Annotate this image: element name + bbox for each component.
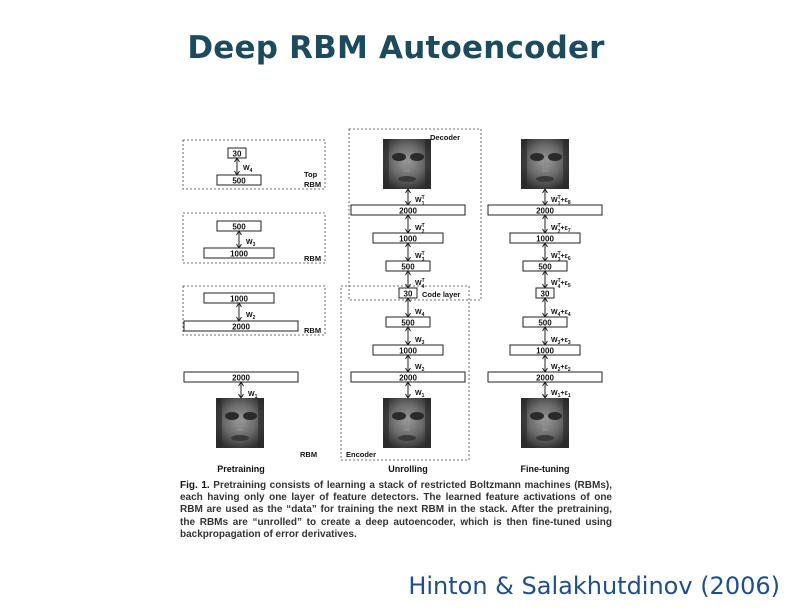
pretrain-rbm4-weight: W4	[243, 165, 253, 174]
pretrain-rbm4-arrow-head-up	[234, 157, 240, 163]
pretrain-rbm4-bottom-layer	[216, 174, 262, 186]
ft-dec-layer-2-label: 500	[538, 262, 552, 271]
encoder-label: Encoder	[346, 450, 376, 459]
unroll-enc-layer-0-label: 500	[401, 318, 415, 327]
ft-enc-layer-1-label: 1000	[536, 346, 554, 355]
ft-enc-arrow-1-head-up	[542, 326, 548, 332]
pretrain-rbm1-weight: W1	[248, 391, 258, 400]
pretrain-rbm2-bottom-layer-label: 2000	[232, 322, 250, 331]
code-layer-label: Code layer	[422, 290, 460, 299]
ft-dec-arrow-1-head-up	[542, 214, 548, 220]
unrolling-output-face-image	[383, 139, 431, 189]
unroll-enc-arrow-3-head-up	[405, 381, 411, 387]
panel-label-unrolling: Unrolling	[388, 464, 428, 474]
ft-enc-arrow-3-head-up	[542, 381, 548, 387]
unroll-enc-weight-1: W3	[415, 337, 425, 346]
unroll-enc-arrow-1-head-up	[405, 326, 411, 332]
unroll-enc-layer-1-label: 1000	[399, 346, 417, 355]
rbm1-label: RBM	[300, 450, 317, 459]
ft-enc-arrow-0-head-up	[542, 297, 548, 303]
pretrain-rbm3-top-layer-label: 500	[232, 222, 246, 231]
pretrain-rbm4-bottom-layer-label: 500	[232, 176, 246, 185]
ft-enc-weight-0: W4+ε4	[551, 309, 571, 318]
decoder-group	[348, 128, 482, 301]
pretrain-rbm1-top-layer-label: 2000	[232, 373, 250, 382]
top-rbm-label-line1: Top	[304, 170, 318, 179]
unroll-dec-arrow-2-head-up	[405, 242, 411, 248]
ft-enc-weight-1: W3+ε3	[551, 337, 571, 346]
ft-dec-layer-0-label: 2000	[536, 206, 554, 215]
figure-caption-text: Pretraining consists of learning a stack…	[180, 480, 612, 540]
unroll-enc-weight-0: W4	[415, 309, 425, 318]
pretrain-rbm1-arrow-head-up	[238, 381, 244, 387]
slide-title: Deep RBM Autoencoder	[187, 30, 605, 66]
citation: Hinton & Salakhutdinov (2006)	[408, 572, 780, 600]
pretrain-rbm3-arrow-head-up	[236, 230, 242, 236]
pretrain-rbm2-weight: W2	[246, 312, 256, 321]
unrolling-input-face-image	[383, 398, 431, 448]
rbm3-label: RBM	[304, 254, 321, 263]
ft-enc-weight-3: W1+ε1	[551, 390, 571, 399]
unroll-dec-arrow-0-head-up	[405, 188, 411, 194]
finetune-input-face-image	[521, 398, 569, 448]
unroll-dec-layer-0-label: 2000	[399, 206, 417, 215]
unroll-dec-layer-2-label: 500	[401, 262, 415, 271]
top-rbm-label-line2: RBM	[304, 180, 321, 189]
panel-label-pretraining: Pretraining	[217, 464, 265, 474]
ft-dec-layer-1-label: 1000	[536, 234, 554, 243]
decoder-label: Decoder	[430, 133, 460, 142]
figure-caption: Fig. 1. Pretraining consists of learning…	[180, 480, 612, 541]
unroll-enc-weight-3: W1	[415, 390, 425, 399]
unroll-dec-arrow-3-head-up	[405, 270, 411, 276]
unroll-enc-arrow-0-head-up	[405, 297, 411, 303]
unroll-enc-arrow-2-head-up	[405, 354, 411, 360]
unroll-enc-weight-2: W2	[415, 364, 425, 373]
encoder-group	[340, 285, 470, 461]
pretrain-rbm4-top-layer-label: 30	[233, 149, 242, 158]
unroll-dec-layer-3-label: 30	[404, 289, 413, 298]
pretrain-rbm2-bottom-layer	[183, 320, 299, 332]
ft-dec-arrow-2-head-up	[542, 242, 548, 248]
ft-enc-weight-2: W2+ε2	[551, 364, 571, 373]
pretrain-rbm3-bottom-layer-label: 1000	[230, 249, 248, 258]
ft-dec-layer-3-label: 30	[541, 289, 550, 298]
pretrain-rbm2-top-layer-label: 1000	[230, 294, 248, 303]
finetune-output-face-image	[521, 139, 569, 189]
ft-enc-layer-2-label: 2000	[536, 373, 554, 382]
ft-dec-arrow-0-head-up	[542, 188, 548, 194]
panel-label-finetuning: Fine-tuning	[521, 464, 570, 474]
rbm2-label: RBM	[304, 326, 321, 335]
unroll-dec-arrow-1-head-up	[405, 214, 411, 220]
pretrain-input-face-image	[216, 398, 264, 448]
ft-enc-arrow-2-head-up	[542, 354, 548, 360]
pretrain-rbm3-weight: W3	[246, 239, 256, 248]
ft-enc-layer-0-label: 500	[538, 318, 552, 327]
rbm2-group	[182, 285, 326, 336]
top-rbm-group	[182, 139, 326, 190]
ft-dec-arrow-3-head-up	[542, 270, 548, 276]
unroll-dec-layer-1-label: 1000	[399, 234, 417, 243]
unroll-enc-layer-2-label: 2000	[399, 373, 417, 382]
figure-caption-label: Fig. 1.	[180, 480, 210, 491]
pretrain-rbm2-arrow-head-up	[236, 302, 242, 308]
pretrain-rbm3-bottom-layer	[203, 247, 275, 259]
